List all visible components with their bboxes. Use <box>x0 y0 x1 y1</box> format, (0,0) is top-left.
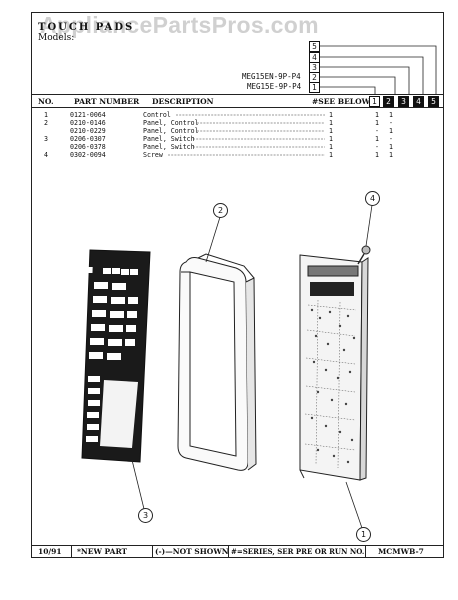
model-column-5-box: 5 <box>309 41 320 52</box>
control-board-illustration <box>299 254 369 481</box>
callout-4: 4 <box>365 191 380 206</box>
switch-panel-illustration <box>81 249 151 463</box>
footer-rule <box>31 545 444 546</box>
table-header-top-rule <box>31 94 444 95</box>
footer-series-note: #=SERIES, SER PRE OR RUN NO. <box>231 547 365 556</box>
footer-divider <box>228 545 229 558</box>
footer-new-part: *NEW PART <box>77 547 128 556</box>
footer-divider <box>152 545 153 558</box>
model-code: MEG15E-9P-P4 <box>247 82 302 91</box>
column-number-1: 1 <box>369 96 380 107</box>
watermark: AppliancePartsPros.com <box>40 12 319 38</box>
footer-doc-code: MCMWB-7 <box>378 547 424 556</box>
section-title: TOUCH PADS <box>38 22 135 33</box>
footer-not-shown: (-)—NOT SHOWN <box>155 547 229 556</box>
model-code: MEG15EN-9P-P4 <box>242 72 301 81</box>
footer-divider <box>71 545 72 558</box>
page-frame <box>31 12 444 558</box>
models-label: Models: <box>38 33 75 43</box>
footer-divider <box>365 545 366 558</box>
callout-3: 3 <box>138 508 153 523</box>
column-header-no: NO. <box>38 97 54 106</box>
column-header-part-number: PART NUMBER <box>74 97 140 106</box>
control-panel-illustration <box>177 253 257 471</box>
column-header-description: DESCRIPTION <box>152 97 214 106</box>
footer-date: 10/91 <box>38 547 62 556</box>
callout-2: 2 <box>213 203 228 218</box>
column-number-2: 2 <box>383 96 394 107</box>
model-column-1-box: 1 <box>309 82 320 93</box>
column-header-see-below: #SEE BELOW <box>312 97 371 106</box>
column-number-4: 4 <box>413 96 424 107</box>
table-header-bottom-rule <box>31 107 444 108</box>
column-number-5: 5 <box>428 96 439 107</box>
column-number-3: 3 <box>398 96 409 107</box>
callout-1: 1 <box>356 527 371 542</box>
